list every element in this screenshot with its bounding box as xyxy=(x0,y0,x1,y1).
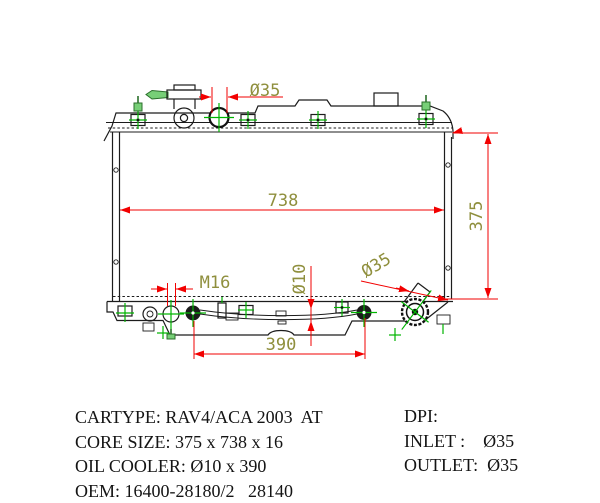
bracket-bolt-left xyxy=(133,96,143,112)
radiator-drawing: Ø35 738 375 M16 Ø10 xyxy=(103,81,498,359)
side-rivet xyxy=(445,162,451,168)
dimension-core-width: 738 xyxy=(120,191,444,214)
cap-lever xyxy=(145,89,169,100)
spec-oil-cooler: OIL COOLER: Ø10 x 390 xyxy=(75,456,267,477)
tank-detail xyxy=(277,320,287,325)
drain-plug-m16 xyxy=(158,300,184,340)
spec-dpi: DPI: xyxy=(404,406,439,426)
bottom-bracket-3 xyxy=(334,299,350,316)
sump-pin-left xyxy=(157,326,169,339)
mounting-bracket-top-1 xyxy=(129,111,147,129)
bottom-bracket-2 xyxy=(238,302,254,318)
mounting-bracket-top-4 xyxy=(417,110,435,128)
spec-column-right: DPI: INLET : Ø35 OUTLET: Ø35 xyxy=(404,404,518,478)
dimension-core-height: 375 xyxy=(446,127,498,300)
filler-cap xyxy=(145,84,202,129)
dim-label-core-height: 375 xyxy=(467,201,487,232)
spec-core-size: CORE SIZE: 375 x 738 x 16 xyxy=(75,431,284,452)
spec-inlet: INLET : Ø35 xyxy=(404,430,515,451)
sump-pin-right xyxy=(389,328,401,341)
bottom-bracket-left xyxy=(116,303,134,322)
side-rivet xyxy=(113,167,119,173)
side-rivet xyxy=(113,259,119,265)
dim-label-oil-pipe-diameter: Ø10 xyxy=(290,264,310,295)
dim-label-drain-thread: M16 xyxy=(200,273,231,293)
dimension-oil-cooler-length: 390 xyxy=(193,318,366,359)
filler-neck xyxy=(173,107,195,129)
side-rivet xyxy=(445,265,451,271)
top-tank xyxy=(103,92,454,142)
tank-detail xyxy=(275,310,287,317)
inlet-pipe xyxy=(204,103,234,132)
oil-cooler-fitting-right xyxy=(351,299,377,327)
bottom-bracket-right xyxy=(436,314,451,334)
spec-cartype: CARTYPE: RAV4/ACA 2003 AT xyxy=(75,407,323,427)
spec-outlet: OUTLET: Ø35 xyxy=(404,455,519,476)
dim-label-core-width: 738 xyxy=(268,191,299,211)
mounting-bracket-top-3 xyxy=(309,111,327,129)
bracket-bolt-right xyxy=(421,95,431,111)
dim-label-inlet-diameter: Ø35 xyxy=(250,81,281,101)
spec-oem: OEM: 16400-28180/2 28140 xyxy=(75,481,293,502)
dimension-inlet-diameter: Ø35 xyxy=(199,81,283,113)
mounting-bracket-top-2 xyxy=(239,111,257,129)
pipe-elbow xyxy=(217,297,239,321)
drain-fitting xyxy=(142,306,158,332)
oil-cooler-fitting-left xyxy=(180,299,206,327)
dim-label-oil-cooler-length: 390 xyxy=(266,335,297,355)
outlet-pipe xyxy=(400,282,432,330)
spec-column-left: CARTYPE: RAV4/ACA 2003 AT CORE SIZE: 375… xyxy=(75,405,323,503)
dimension-drain-thread: M16 xyxy=(151,273,230,306)
dimension-oil-pipe-diameter: Ø10 xyxy=(290,264,315,346)
top-boss xyxy=(373,92,399,107)
core xyxy=(111,132,453,302)
